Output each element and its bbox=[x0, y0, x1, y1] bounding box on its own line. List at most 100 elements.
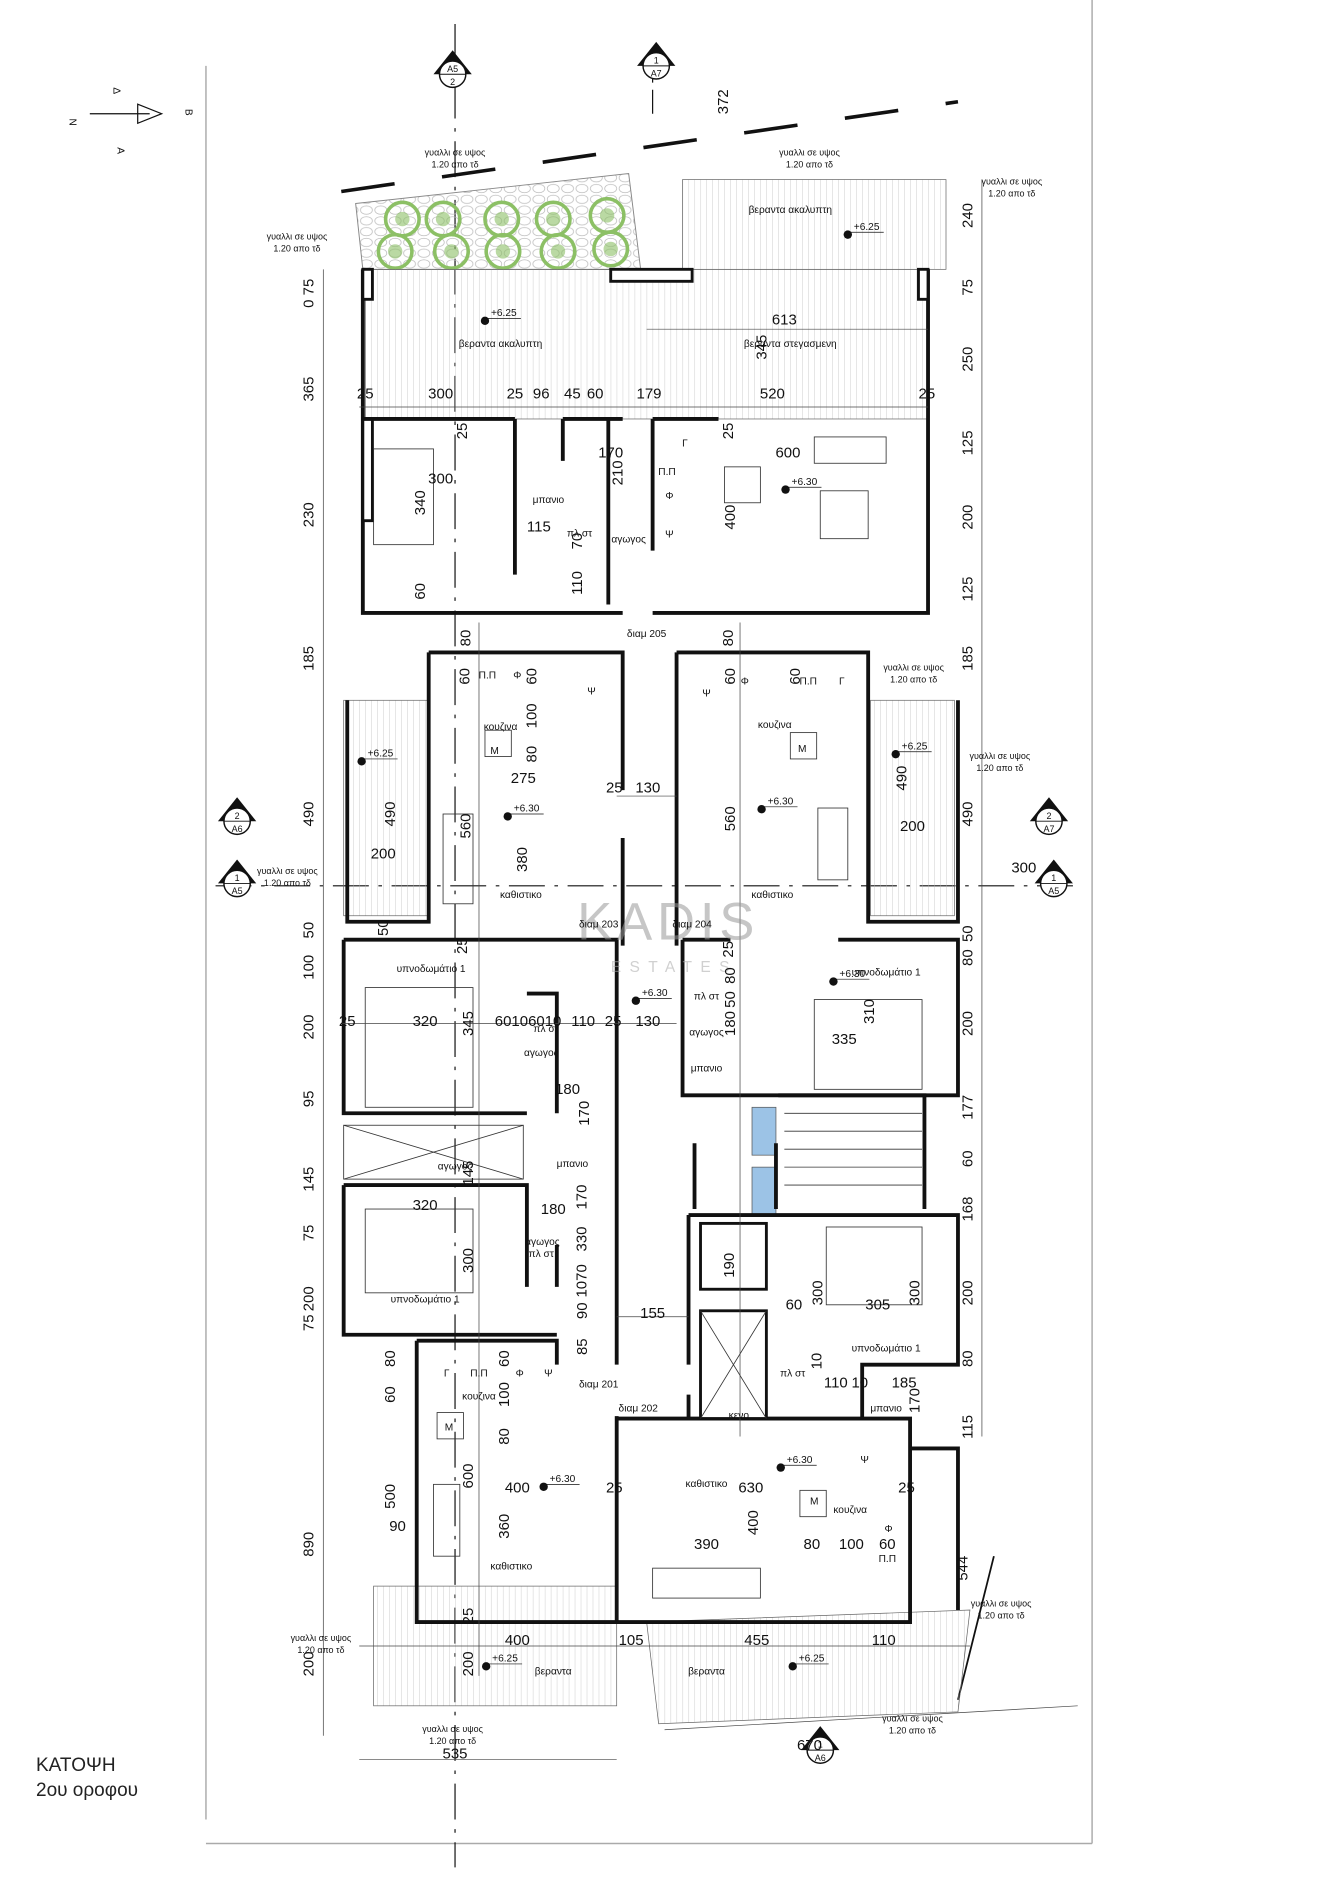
dimension-label: 455 bbox=[744, 1632, 769, 1649]
dimension-label: 560 bbox=[458, 814, 475, 839]
tree-icon bbox=[484, 232, 522, 270]
room-label: υπνοδωμάτιο 1 bbox=[852, 967, 921, 979]
section-marker-top: 2 bbox=[235, 811, 240, 821]
dimension-label: 185 bbox=[301, 646, 318, 671]
level-value: +6.30 bbox=[642, 988, 668, 999]
dimension-label: 320 bbox=[413, 1013, 438, 1030]
room-label: αγωγος bbox=[689, 1027, 724, 1038]
section-marker-bottom: A7 bbox=[651, 69, 662, 79]
compass-label-bottom: Α bbox=[114, 147, 125, 154]
dimension-label: 390 bbox=[694, 1536, 719, 1553]
level-mark: +6.30 bbox=[776, 1455, 817, 1472]
dimension-label: 60 bbox=[412, 583, 429, 600]
room-label: κουζινα bbox=[484, 722, 518, 733]
dimension-label: 179 bbox=[637, 386, 662, 403]
section-marker-bottom: 2 bbox=[450, 77, 455, 87]
watermark-sub: ESTATES bbox=[611, 959, 738, 976]
level-value: +6.25 bbox=[492, 1654, 518, 1665]
room-label: Γ bbox=[444, 1369, 450, 1380]
room-label: Ψ bbox=[860, 1455, 869, 1466]
dimension-label: 25 bbox=[606, 1480, 623, 1497]
dimension-label: 300 bbox=[460, 1248, 477, 1273]
dimension-label: 100 bbox=[523, 703, 540, 728]
room-label: αγωγος bbox=[611, 534, 646, 545]
room-label: κενο bbox=[729, 1411, 750, 1422]
level-mark: +6.30 bbox=[539, 1474, 580, 1491]
dimension-label: 200 bbox=[301, 1015, 318, 1040]
note-line-2: 1.20 απο τδ bbox=[273, 243, 320, 253]
dimension-label: 180 bbox=[555, 1081, 580, 1098]
note-line-2: 1.20 απο τδ bbox=[988, 188, 1035, 198]
room-label: αγωγος bbox=[438, 1162, 473, 1173]
note-line-2: 1.20 απο τδ bbox=[431, 160, 478, 170]
dimension-label: 80 bbox=[720, 630, 737, 647]
dimension-label: 300 bbox=[428, 386, 453, 403]
dimension-label: 50 bbox=[375, 919, 392, 936]
dimension-label: 80 bbox=[523, 746, 540, 763]
dimension-label: 400 bbox=[505, 1480, 530, 1497]
dimension-label: 310 bbox=[861, 999, 878, 1024]
room-label: Φ bbox=[516, 1369, 524, 1380]
dimension-label: 25 bbox=[720, 423, 737, 440]
room-label: μπανιο bbox=[691, 1063, 723, 1074]
room-label: Φ bbox=[884, 1524, 892, 1535]
terraces bbox=[343, 179, 971, 1725]
dimension-label: 80 bbox=[496, 1428, 513, 1445]
north-arrow: Δ Ν Β Α bbox=[66, 87, 193, 154]
dimension-label: 25 bbox=[919, 386, 936, 403]
dimension-label: 85 bbox=[574, 1338, 591, 1355]
note-line-2: 1.20 απο τδ bbox=[264, 878, 311, 888]
section-marker: 1A7 bbox=[637, 41, 676, 80]
room-label: Ψ bbox=[544, 1369, 553, 1380]
level-mark: +6.25 bbox=[481, 1654, 523, 1671]
dimension-label: 75 bbox=[301, 1225, 318, 1242]
note-line-1: γυαλλι σε υψος bbox=[982, 176, 1043, 186]
note-line-1: γυαλλι σε υψος bbox=[257, 866, 318, 876]
dimension-label: 25 bbox=[357, 386, 374, 403]
tree-icon-core bbox=[494, 211, 509, 227]
furniture bbox=[364, 436, 923, 1599]
section-marker-top: 1 bbox=[654, 55, 659, 65]
room-label: Π.Π bbox=[800, 677, 818, 688]
room-label: υπνοδωμάτιο 1 bbox=[397, 963, 466, 975]
dimension-label: 145 bbox=[301, 1167, 318, 1192]
glass-railing-note: γυαλλι σε υψος 1.20 απο τδ bbox=[257, 866, 318, 888]
plan-subtitle: 2ου οροφου bbox=[36, 1780, 139, 1801]
tree-icon-core bbox=[395, 211, 410, 227]
dimension-label: 170 bbox=[576, 1101, 593, 1126]
dimension-label: 110 bbox=[571, 1013, 595, 1030]
room-label: βεραντα ακαλυπτη bbox=[749, 205, 832, 216]
kadis-estates-watermark: KADIS ESTATES bbox=[577, 893, 754, 976]
dimension-label: 200 bbox=[959, 1280, 976, 1305]
dimension-label: 613 bbox=[772, 311, 797, 328]
compass-label-top: Δ bbox=[111, 87, 122, 94]
dimension-label: 0 75 bbox=[301, 279, 318, 308]
room-label: καθιστικο bbox=[500, 890, 542, 901]
level-value: +6.30 bbox=[768, 796, 794, 807]
dimension-label: 200 bbox=[301, 1651, 318, 1676]
tree-icon-core bbox=[603, 241, 618, 257]
room-label: κουζινα bbox=[462, 1391, 496, 1402]
tree-icon-core bbox=[599, 208, 615, 223]
dimension-label: 25 bbox=[454, 937, 471, 954]
dimension-label: 25 bbox=[507, 386, 524, 403]
room-label: κουζινα bbox=[758, 720, 792, 731]
glass-railing-note: γυαλλι σε υψος 1.20 απο τδ bbox=[982, 176, 1043, 198]
room-label: διαμ 202 bbox=[619, 1403, 659, 1414]
dimension-label: 80 bbox=[804, 1536, 821, 1553]
tree-icon bbox=[432, 232, 471, 270]
dimension-label: 60 bbox=[523, 668, 540, 685]
dimension-label: 100 bbox=[301, 955, 318, 980]
tree-icon-core bbox=[495, 244, 511, 259]
tree-icon bbox=[592, 230, 630, 268]
section-marker-bottom: A5 bbox=[232, 886, 243, 896]
dimension-label: 90 bbox=[389, 1518, 406, 1535]
dimension-label: 115 bbox=[527, 518, 551, 535]
dimension-label: 180 bbox=[722, 1011, 739, 1036]
room-label: Μ bbox=[445, 1422, 453, 1433]
dimension-label: 200 bbox=[371, 845, 396, 862]
level-mark: +6.25 bbox=[843, 222, 884, 239]
